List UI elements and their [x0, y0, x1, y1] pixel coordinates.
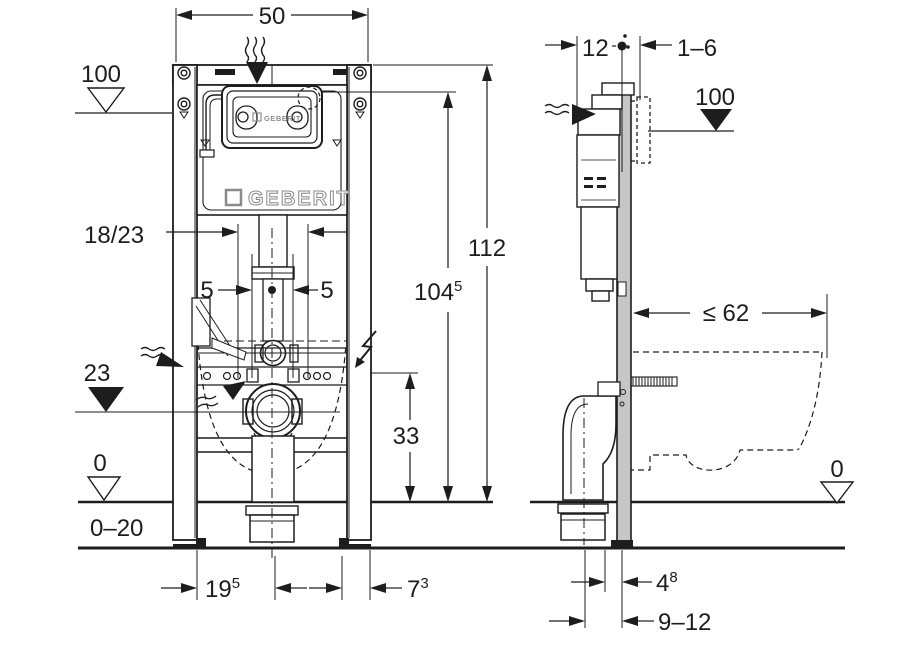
odor-arrow-icon — [140, 346, 184, 367]
dim-offset-right: 5 — [268, 254, 334, 378]
dim-wall-finish: 1–6 — [639, 35, 717, 100]
actuation-point-dashed — [297, 86, 321, 110]
svg-text:23: 23 — [84, 360, 111, 387]
wc-bowl-side-dashed — [628, 351, 823, 471]
svg-text:73: 73 — [407, 575, 429, 603]
dim-outlet-center-height: 33 — [371, 372, 420, 502]
vent-arrow-icon — [195, 381, 246, 408]
svg-text:0: 0 — [830, 456, 843, 483]
label-floor-buildup: 0–20 — [90, 515, 143, 542]
svg-text:48: 48 — [656, 569, 678, 597]
access-panel: GEBERIT — [221, 85, 323, 149]
screw-holes — [177, 66, 367, 147]
dim-depth-offset: 73 — [309, 550, 429, 603]
dim-supply-level: 100 — [75, 61, 172, 114]
drain-elbow — [557, 395, 617, 541]
side-view — [544, 34, 823, 548]
svg-text:5: 5 — [200, 277, 213, 304]
dimensions: 50 100 18/23 5 5 — [75, 3, 855, 636]
dim-frame-depth: 12 — [545, 35, 627, 172]
svg-text:9–12: 9–12 — [658, 609, 711, 636]
dim-zero-level-side: 0 — [819, 456, 855, 505]
flush-bend — [251, 214, 299, 367]
geberit-logo: GEBERIT — [224, 188, 351, 211]
dim-finished-wall-gap: 9–12 — [549, 609, 711, 636]
dim-zero-level: 0 — [86, 450, 122, 502]
svg-text:100: 100 — [81, 61, 121, 88]
frame-feet — [173, 538, 371, 548]
flush-arrow-icon — [244, 36, 268, 84]
svg-text:5: 5 — [320, 277, 333, 304]
dim-fixing-height: 18/23 — [84, 222, 347, 378]
svg-text:195: 195 — [205, 575, 240, 603]
svg-text:33: 33 — [393, 423, 420, 450]
top-crossbar — [172, 64, 372, 86]
dim-supply-level-side: 100 — [648, 84, 735, 132]
panel-logo-text: GEBERIT — [264, 114, 301, 123]
lightning-icon — [355, 330, 377, 368]
dim-total-height: 112 — [373, 64, 506, 502]
dim-actuation-height: 1045 — [322, 91, 462, 502]
threaded-rod — [626, 376, 678, 387]
svg-text:12: 12 — [582, 35, 609, 62]
dim-foot-offset: 195 — [161, 550, 307, 603]
dim-rail-wall-gap: 48 — [571, 550, 678, 628]
svg-text:1045: 1045 — [414, 278, 462, 306]
centerlines — [271, 228, 585, 562]
dim-offset-left: 5 — [200, 254, 253, 378]
svg-text:1–6: 1–6 — [677, 35, 717, 62]
supply-arrow-icon — [544, 103, 596, 125]
dim-outlet-level: 23 — [75, 360, 340, 413]
svg-text:100: 100 — [695, 84, 735, 111]
front-view: GEBERIT GEBERIT — [140, 36, 377, 548]
dim-frame-width: 50 — [175, 3, 369, 62]
geberit-logo-text: GEBERIT — [248, 188, 351, 210]
svg-text:112: 112 — [468, 235, 506, 262]
flush-plate-dashed — [631, 96, 651, 164]
mounting-rail — [601, 34, 635, 548]
svg-text:≤ 62: ≤ 62 — [703, 300, 750, 327]
dim-bowl-depth: ≤ 62 — [633, 294, 828, 358]
svg-text:0: 0 — [93, 450, 106, 477]
supply-pipe — [199, 94, 232, 158]
svg-text:50: 50 — [259, 3, 286, 30]
svg-text:18/23: 18/23 — [84, 222, 144, 249]
